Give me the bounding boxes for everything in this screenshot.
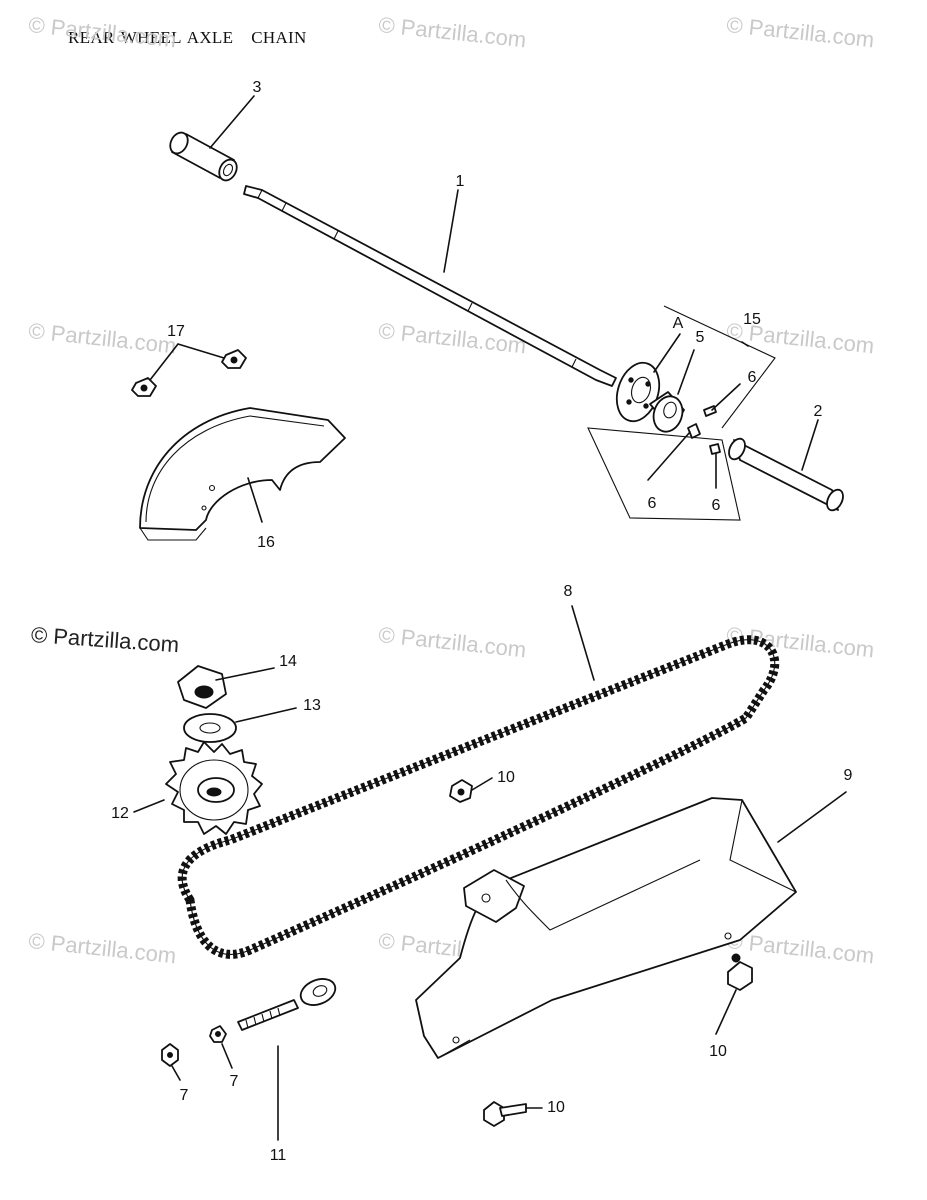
callout-6: 6 xyxy=(647,495,657,512)
callout-3: 3 xyxy=(252,79,262,96)
part-8-chain xyxy=(177,635,780,959)
leader-lines xyxy=(133,95,847,1141)
part-10-bolt xyxy=(727,953,753,991)
callout-17: 17 xyxy=(167,323,185,340)
part-10-bolt-bottom xyxy=(483,1101,527,1127)
callout-12: 12 xyxy=(111,805,129,822)
callout-8: 8 xyxy=(563,583,573,600)
callout-10: 10 xyxy=(709,1043,727,1060)
part-17-nuts xyxy=(131,349,247,397)
part-13-washer xyxy=(183,713,237,743)
callout-11: 11 xyxy=(269,1147,287,1164)
part-15-hub-assembly xyxy=(587,305,776,521)
callout-7: 7 xyxy=(229,1073,239,1090)
callout-14: 14 xyxy=(279,653,297,670)
callout-1: 1 xyxy=(455,173,465,190)
callout-10: 10 xyxy=(497,769,515,786)
part-10-nut xyxy=(449,779,473,803)
callout-5: 5 xyxy=(695,329,705,346)
callout-10: 10 xyxy=(547,1099,565,1116)
part-11-adjuster-bolt xyxy=(237,978,337,1031)
diagram-title: REAR WHEEL AXLE CHAIN xyxy=(68,28,307,48)
part-7-nuts xyxy=(161,1025,227,1067)
part-14-nut xyxy=(177,665,227,709)
part-1-axle-shaft xyxy=(243,185,617,387)
callout-2: 2 xyxy=(813,403,823,420)
callout-a: A xyxy=(672,315,684,332)
part-2-axle-tube xyxy=(728,437,844,512)
callout-13: 13 xyxy=(303,697,321,714)
title-rear-wheel-axle: REAR WHEEL AXLE xyxy=(68,28,234,47)
callout-6: 6 xyxy=(747,369,757,386)
title-chain: CHAIN xyxy=(251,28,307,47)
part-9-chain-cover xyxy=(415,797,797,1059)
callout-15: 15 xyxy=(743,311,761,328)
part-3-bushing xyxy=(169,131,238,182)
callout-7: 7 xyxy=(179,1087,189,1104)
part-16-guard xyxy=(139,407,346,541)
callout-6: 6 xyxy=(711,497,721,514)
part-12-sprocket xyxy=(165,741,263,835)
callout-9: 9 xyxy=(843,767,853,784)
callout-16: 16 xyxy=(257,534,275,551)
